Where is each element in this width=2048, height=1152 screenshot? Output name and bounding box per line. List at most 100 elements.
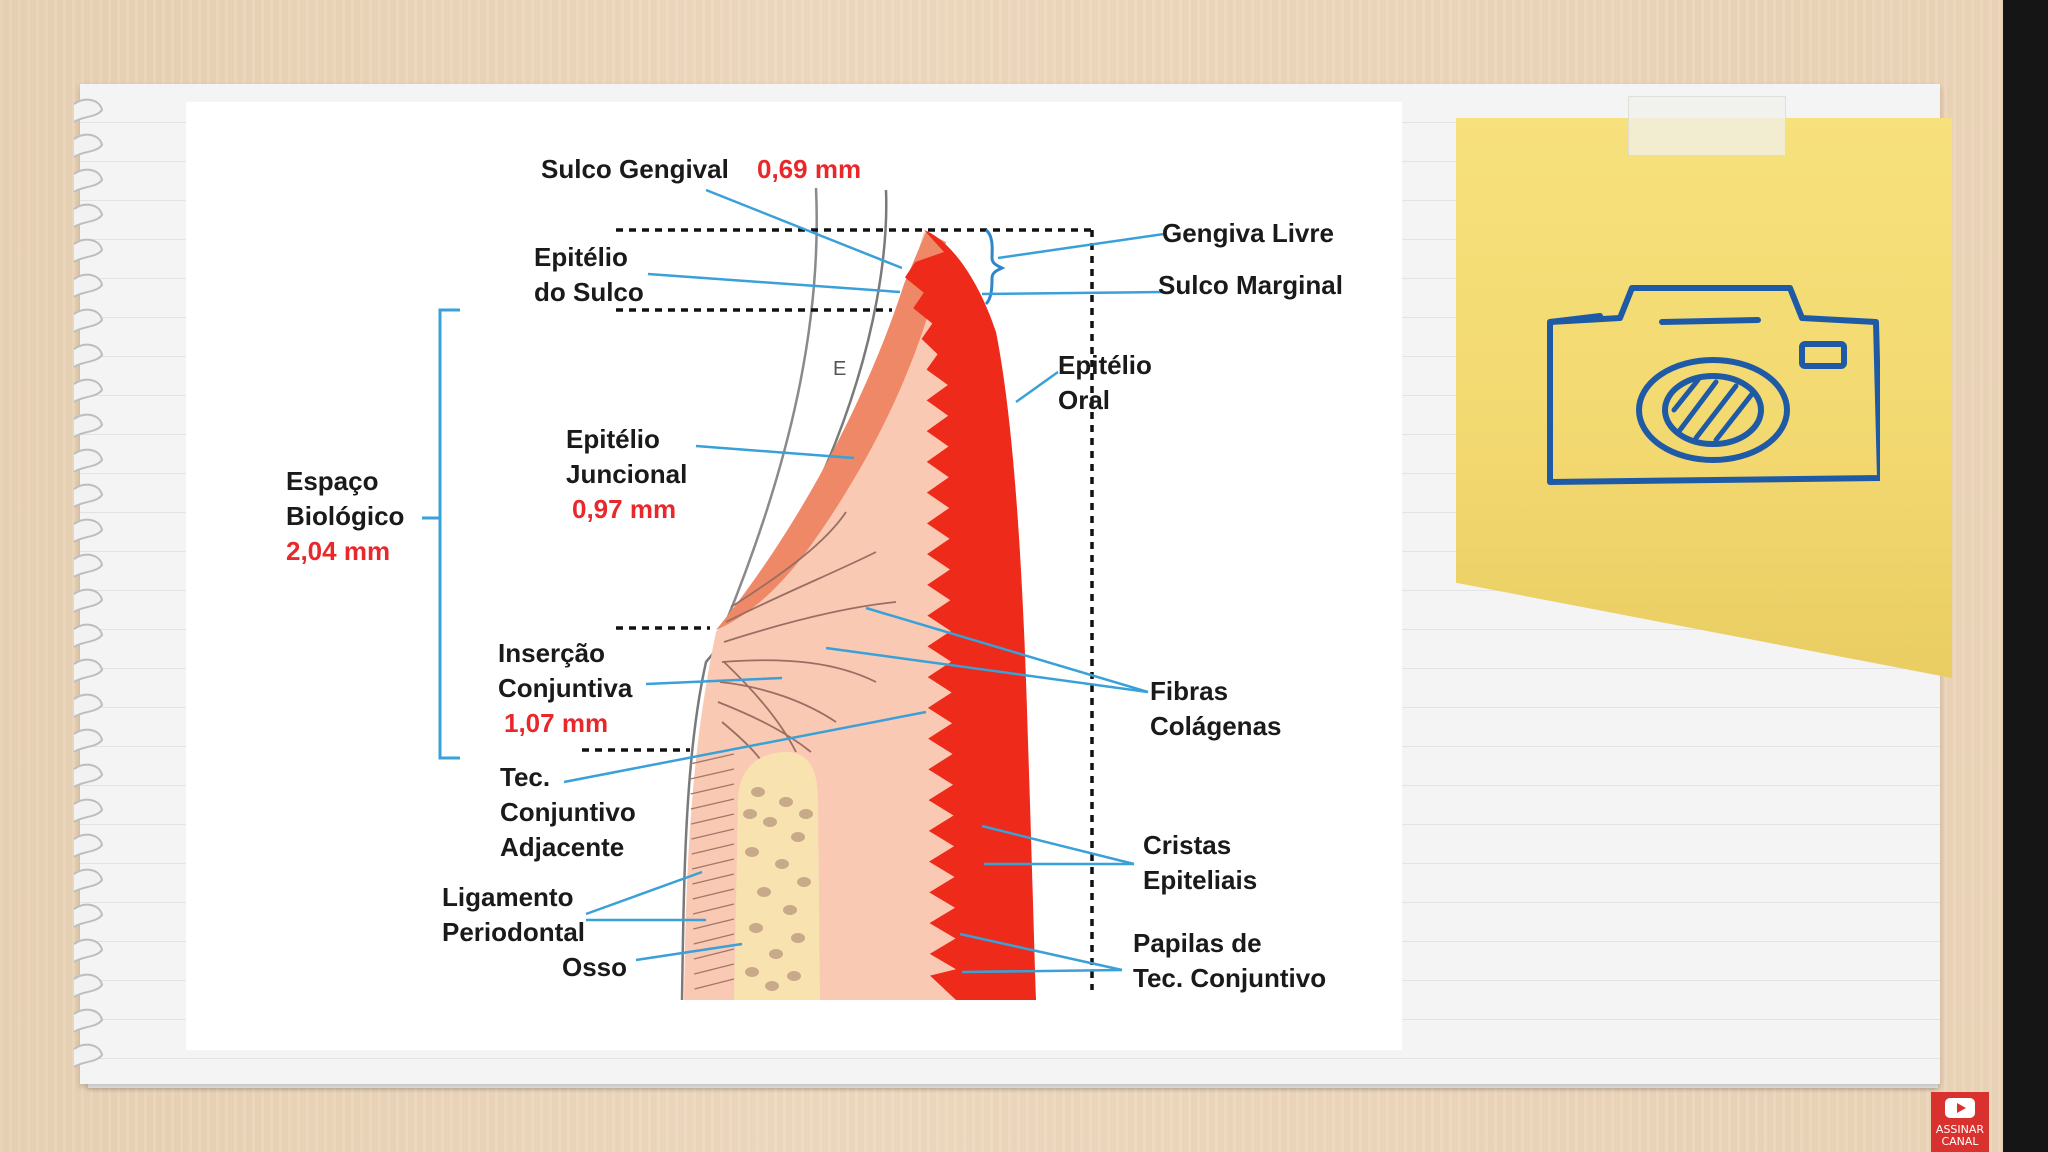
subscribe-label: ASSINAR CANAL <box>1935 1123 1985 1148</box>
junctional-epithelium <box>716 232 946 630</box>
torn-edge-curl <box>73 448 104 473</box>
label-tec-conjuntivo-adjacente: Tec. Conjuntivo Adjacente <box>500 762 636 862</box>
bone-trabecula <box>745 847 759 857</box>
bone-trabecula <box>769 949 783 959</box>
torn-edge-curl <box>73 693 104 718</box>
torn-edge-curl <box>73 973 104 998</box>
bone-trabecula <box>783 905 797 915</box>
torn-edge-curl <box>73 903 104 928</box>
dashed-guides <box>582 228 1094 990</box>
pdl-fiber <box>690 783 735 795</box>
label-ligamento-periodontal: Ligamento Periodontal <box>442 882 586 947</box>
pdl-fiber <box>691 828 735 840</box>
bone-trabecula <box>775 859 789 869</box>
pdl-fiber <box>693 918 735 930</box>
camera-icon[interactable] <box>1540 282 1880 492</box>
torn-edge-curl <box>73 518 104 543</box>
label-cristas-epiteliais: Cristas Epiteliais <box>1143 830 1258 895</box>
bone-trabecula <box>779 797 793 807</box>
torn-edge-curl <box>73 203 104 228</box>
torn-edge-curl <box>73 763 104 788</box>
pdl-fibers <box>689 753 735 990</box>
label-espaco-biologico: Espaço Biológico 2,04 mm <box>286 464 404 569</box>
pdl-fiber <box>691 843 735 855</box>
pdl-fiber <box>689 753 735 765</box>
torn-edge-curl <box>73 1008 104 1033</box>
bone-trabecula <box>791 933 805 943</box>
youtube-play-icon <box>1945 1098 1975 1118</box>
torn-edge-curl <box>73 273 104 298</box>
value-espaco-biologico: 2,04 mm <box>286 536 391 566</box>
torn-edge-curl <box>73 168 104 193</box>
collagen-fibers <box>717 511 897 773</box>
spiral-torn-edge <box>73 98 104 1068</box>
torn-edge-curl <box>73 553 104 578</box>
diagram-drawing <box>422 187 1165 1001</box>
pdl-fiber <box>693 948 735 960</box>
label-sulco-gengival: Sulco Gengival <box>541 154 729 184</box>
bone-trabecula <box>743 809 757 819</box>
pdl-fiber <box>694 978 735 990</box>
pdl-fiber <box>692 903 735 915</box>
pdl-fiber <box>690 798 735 810</box>
value-sulco-gengival: 0,69 mm <box>757 154 862 184</box>
gengiva-livre-brace <box>984 228 1006 306</box>
bone-trabecula <box>763 817 777 827</box>
torn-edge-curl <box>73 238 104 263</box>
subscribe-button[interactable]: ASSINAR CANAL <box>1931 1092 1989 1152</box>
bone-trabecula <box>787 971 801 981</box>
torn-edge-curl <box>73 98 104 123</box>
window-edge <box>2003 0 2048 1152</box>
biologic-width-bracket <box>422 308 460 760</box>
bone-trabecula <box>757 887 771 897</box>
torn-edge-curl <box>73 343 104 368</box>
label-insercao-conjuntiva: Inserção Conjuntiva 1,07 mm <box>498 636 632 741</box>
bone-trabecula <box>751 787 765 797</box>
label-epitelio-sulco: Epitélio do Sulco <box>534 242 644 307</box>
torn-edge-curl <box>73 728 104 753</box>
torn-edge-curl <box>73 868 104 893</box>
torn-edge-curl <box>73 1043 104 1068</box>
oral-epithelium <box>904 230 1036 1000</box>
leader-lines <box>563 188 1165 974</box>
alveolar-bone <box>734 752 820 1000</box>
label-epitelio-oral: Epitélio Oral <box>1058 350 1152 415</box>
torn-edge-curl <box>73 833 104 858</box>
label-fibras-colagenas: Fibras Colágenas <box>1150 676 1282 741</box>
label-epitelio-juncional: Epitélio Juncional 0,97 mm <box>566 422 687 527</box>
bone-trabecula <box>797 877 811 887</box>
sticky-tape <box>1628 96 1786 156</box>
bone-trabecula <box>745 967 759 977</box>
bone-texture <box>743 787 813 991</box>
bone-trabecula <box>791 832 805 842</box>
torn-edge-curl <box>73 938 104 963</box>
pdl-fiber <box>692 873 735 885</box>
bone-trabecula <box>799 809 813 819</box>
bone-trabecula <box>749 923 763 933</box>
torn-edge-curl <box>73 588 104 613</box>
torn-edge-curl <box>73 483 104 508</box>
bone-trabecula <box>765 981 779 991</box>
torn-edge-curl <box>73 413 104 438</box>
torn-edge-curl <box>73 798 104 823</box>
value-epitelio-juncional: 0,97 mm <box>572 494 677 524</box>
torn-edge-curl <box>73 308 104 333</box>
label-osso: Osso <box>562 952 628 982</box>
pdl-fiber <box>694 963 735 975</box>
enamel-marker: E <box>833 358 847 380</box>
torn-edge-curl <box>73 378 104 403</box>
label-papilas: Papilas de Tec. Conjuntivo <box>1133 928 1327 993</box>
tooth-surface-outer <box>724 187 818 623</box>
label-sulco-marginal: Sulco Marginal <box>1158 270 1343 300</box>
pdl-fiber <box>693 933 735 945</box>
torn-edge-curl <box>73 658 104 683</box>
value-insercao-conjuntiva: 1,07 mm <box>504 708 609 738</box>
torn-edge-curl <box>73 133 104 158</box>
torn-edge-curl <box>73 623 104 648</box>
pdl-fiber <box>690 768 735 780</box>
pdl-fiber <box>692 888 735 900</box>
periodontium-diagram: Sulco Gengival 0,69 mm Epitélio do Sulco… <box>186 102 1402 1050</box>
label-gengiva-livre: Gengiva Livre <box>1162 218 1334 248</box>
pdl-fiber <box>691 858 735 870</box>
pdl-fiber <box>691 813 735 825</box>
